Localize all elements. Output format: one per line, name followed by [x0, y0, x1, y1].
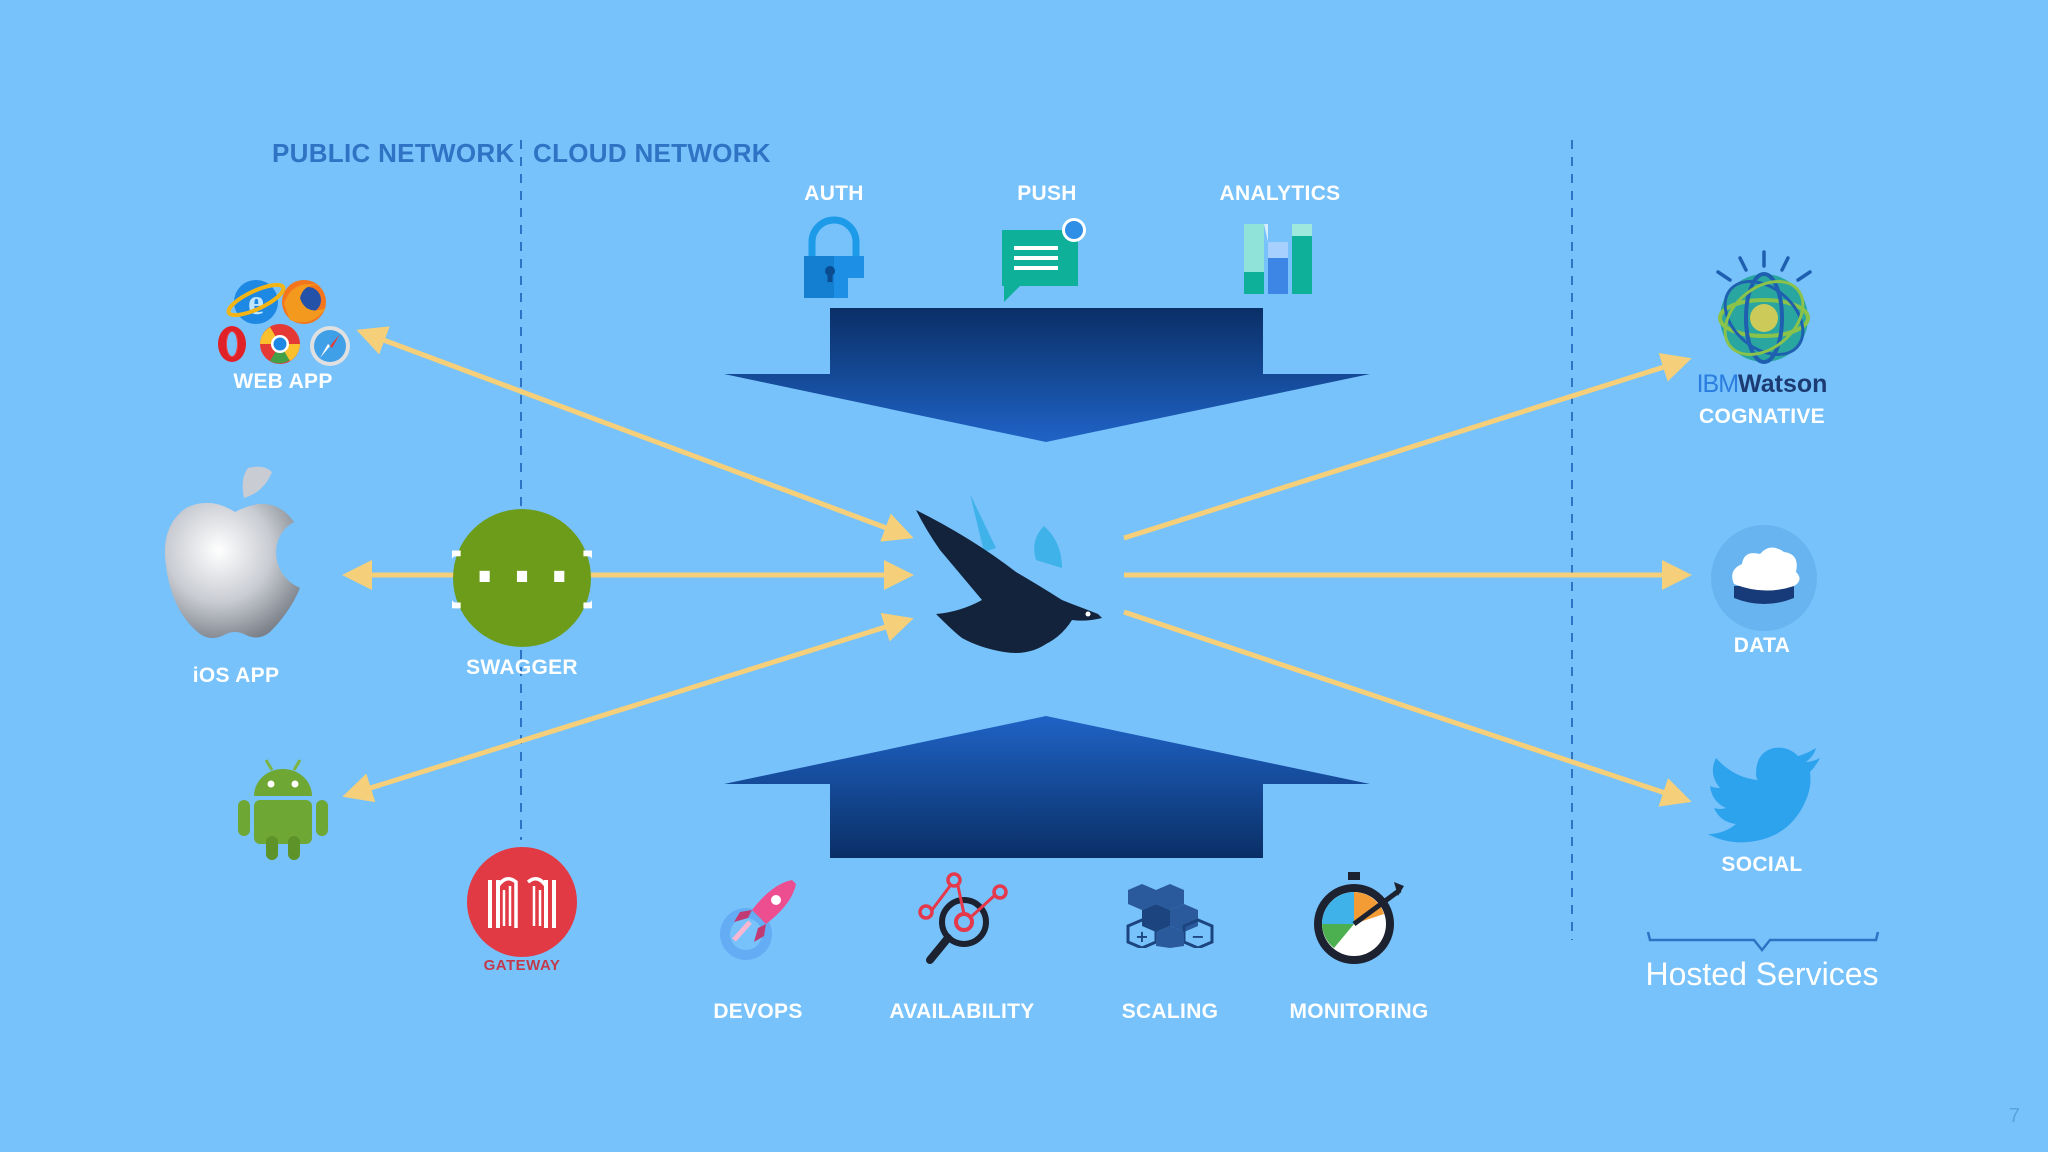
arrow-social — [1123, 609, 1692, 807]
bar-chart-icon — [1244, 224, 1312, 294]
watson-globe-icon — [1716, 250, 1812, 364]
arrow-android — [342, 612, 914, 803]
arrow-webapp — [356, 326, 914, 542]
gateway-label: GATEWAY — [483, 957, 561, 974]
cloud-data-icon — [1711, 525, 1817, 631]
monitoring-label: MONITORING — [1289, 1000, 1429, 1023]
public-network-heading: PUBLIC NETWORK — [272, 138, 515, 168]
hosted-services-caption: Hosted Services — [1645, 956, 1879, 992]
top-services-arrow — [724, 308, 1370, 442]
bottom-services-arrow — [724, 716, 1370, 858]
apple-icon — [164, 466, 300, 638]
twitter-bird-icon — [1708, 747, 1820, 843]
cubes-icon: + − — [1126, 884, 1214, 948]
analytics-label: ANALYTICS — [1219, 182, 1341, 205]
browsers-icon: e — [218, 280, 350, 366]
page-number: 7 — [2008, 1105, 2020, 1127]
stopwatch-icon — [1314, 872, 1404, 964]
web-app-label: WEB APP — [233, 370, 333, 393]
data-label: DATA — [1733, 634, 1791, 657]
swagger-label: SWAGGER — [466, 656, 578, 679]
network-magnifier-icon — [918, 872, 1008, 964]
gateway-icon — [467, 847, 577, 957]
swagger-icon: {···} — [452, 509, 592, 647]
svg-text:−: − — [1191, 927, 1204, 946]
devops-label: DEVOPS — [713, 1000, 803, 1023]
watson-ibm-text: IBM — [1696, 370, 1739, 398]
cloud-network-heading: CLOUD NETWORK — [533, 138, 771, 168]
availability-label: AVAILABILITY — [889, 1000, 1035, 1023]
chat-notification-icon — [1002, 218, 1086, 302]
watson-logo: IBMWatson — [1697, 370, 1828, 399]
lock-icon — [804, 216, 864, 298]
push-label: PUSH — [1017, 182, 1077, 205]
svg-text:+: + — [1135, 927, 1148, 946]
android-icon — [238, 759, 328, 860]
auth-label: AUTH — [804, 182, 864, 205]
ios-app-label: iOS APP — [192, 664, 280, 687]
rocket-icon — [720, 880, 796, 960]
watson-name-text: Watson — [1738, 370, 1828, 398]
swift-bird-icon — [916, 494, 1102, 653]
svg-text:{···}: {···} — [452, 540, 592, 613]
arrow-watson — [1123, 352, 1692, 541]
social-label: SOCIAL — [1721, 853, 1803, 876]
cognative-label: COGNATIVE — [1699, 405, 1825, 428]
hosted-bracket — [1646, 931, 1880, 953]
scaling-label: SCALING — [1121, 1000, 1219, 1023]
